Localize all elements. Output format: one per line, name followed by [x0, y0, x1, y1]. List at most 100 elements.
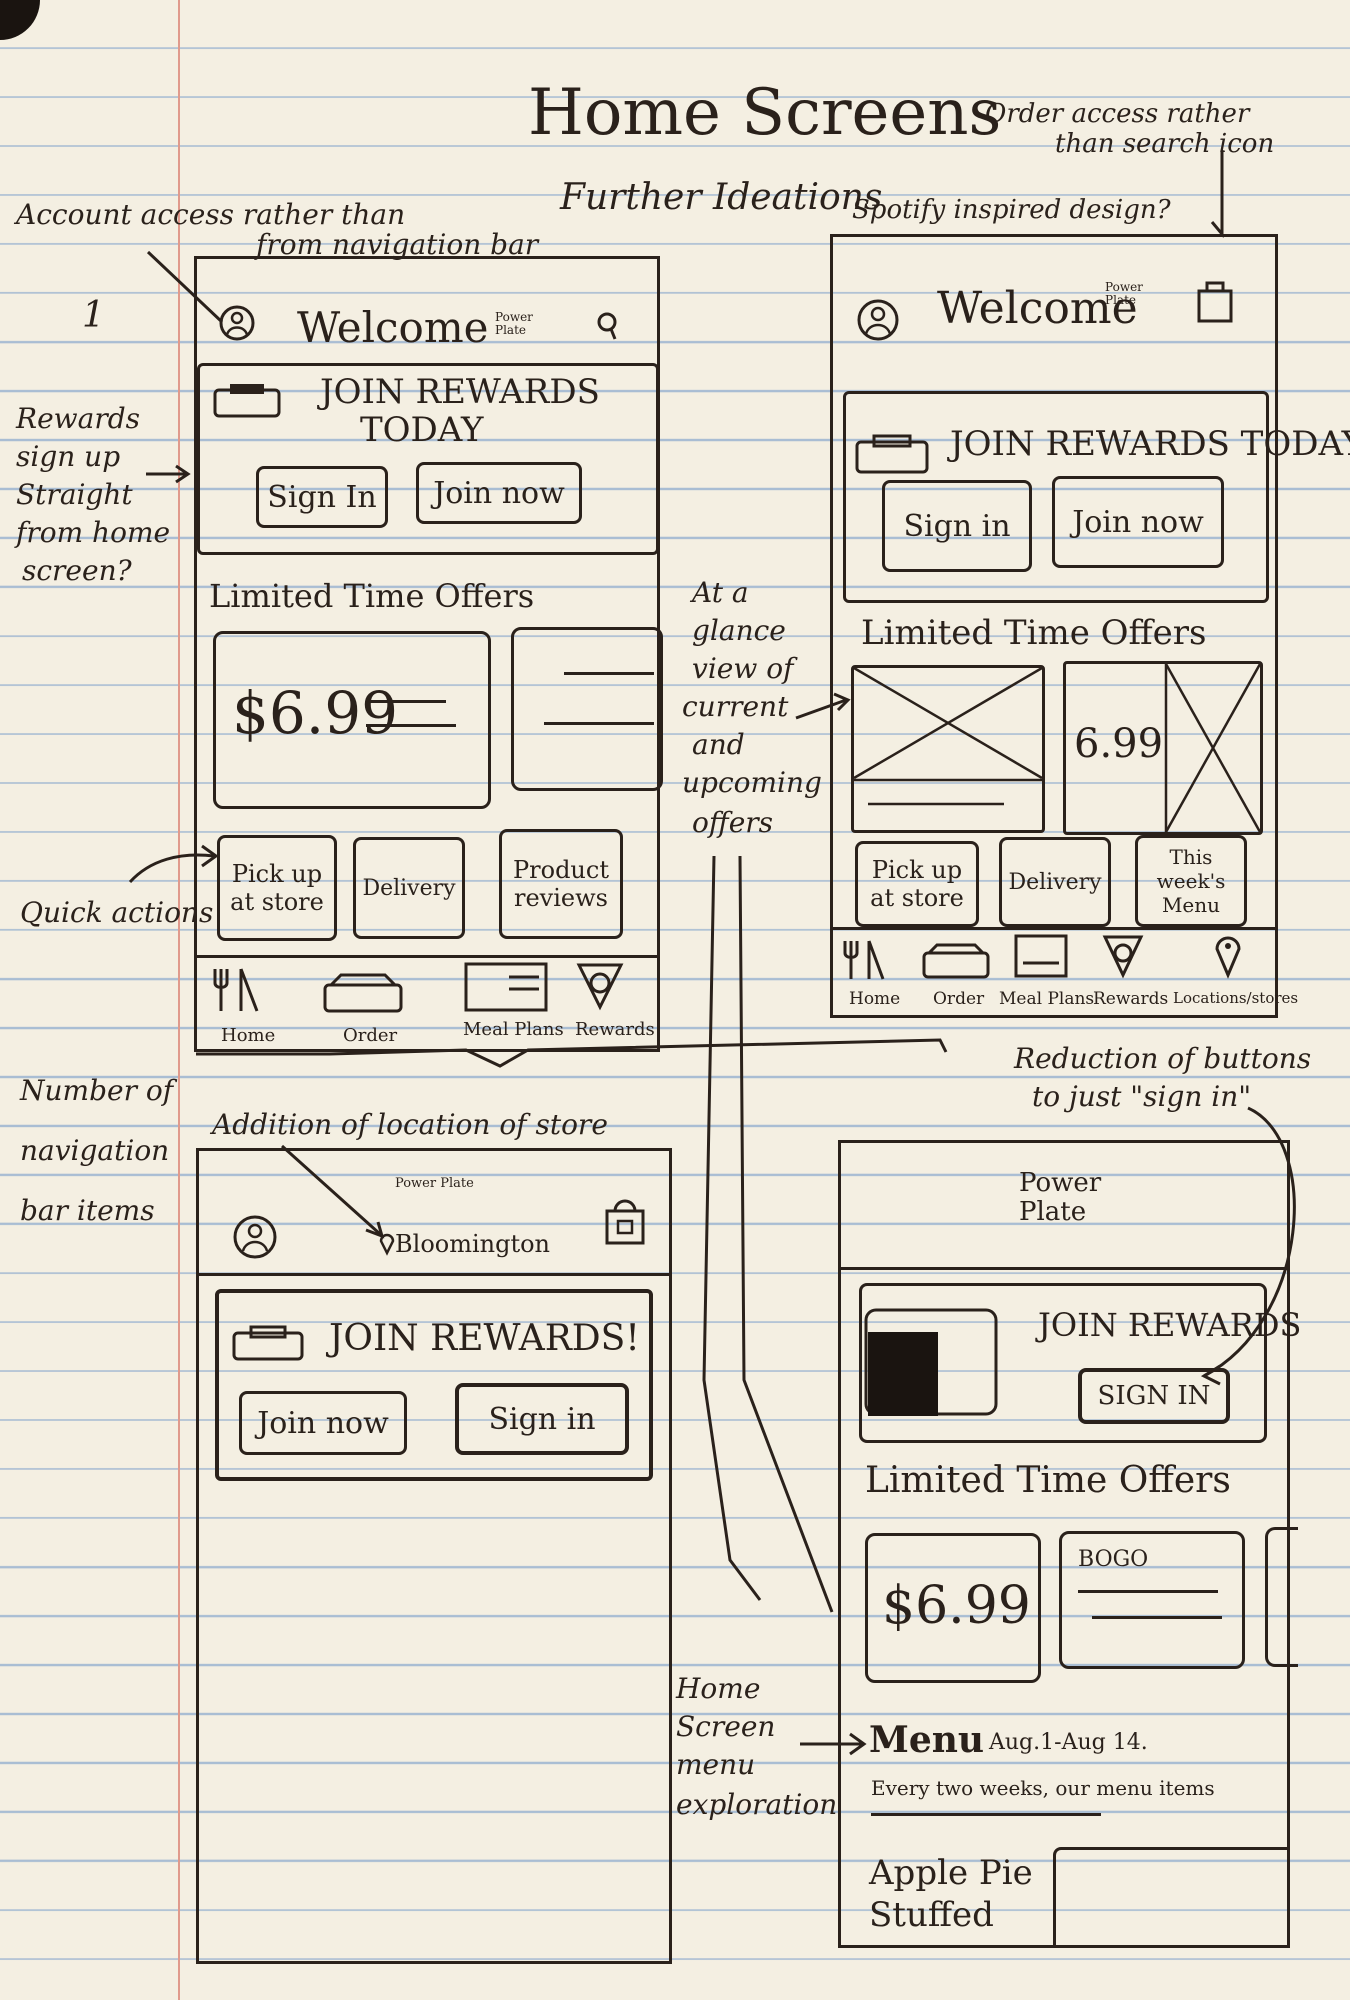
annotation-rewards-line-1: Rewards [16, 402, 140, 435]
meal-box-icon [855, 434, 929, 474]
join-now-button[interactable]: Join now [416, 462, 582, 524]
order-icon[interactable] [321, 971, 405, 1015]
annotation-addition-location: Addition of location of store [212, 1108, 608, 1141]
delivery-button[interactable]: Delivery [999, 837, 1111, 927]
annotation-glance-6: upcoming [682, 766, 822, 799]
sign-in-button[interactable]: Sign in [455, 1383, 629, 1455]
offer-text-line [366, 724, 456, 727]
home-icon[interactable] [841, 937, 891, 983]
location-pin-icon[interactable] [1213, 931, 1243, 979]
arrow-glance [795, 698, 847, 720]
image-placeholder-icon [853, 666, 1043, 806]
brand-logo: Power Plate [395, 1176, 474, 1191]
meal-box-icon [213, 384, 281, 418]
order-icon[interactable] [921, 941, 991, 981]
rewards-icon[interactable] [1101, 933, 1145, 979]
account-icon[interactable] [857, 299, 899, 341]
rewards-banner: JOIN REWARDS SIGN IN [859, 1283, 1301, 1443]
offer-card-image[interactable] [851, 665, 1045, 833]
bag-icon[interactable] [1195, 279, 1235, 325]
header-divider [841, 1267, 1287, 1270]
account-icon[interactable] [219, 305, 255, 341]
brace-nav [196, 1038, 948, 1068]
arrow-account [146, 250, 224, 324]
annotation-rewards-line-4: from home [16, 516, 171, 549]
meal-box-icon [232, 1325, 304, 1361]
sign-in-button[interactable]: Sign in [882, 480, 1032, 572]
offer-card[interactable]: $6.99 [213, 631, 491, 809]
annotation-home-menu-2: Screen [676, 1710, 776, 1743]
join-now-button[interactable]: Join now [239, 1391, 407, 1455]
offer-text-line [544, 722, 654, 725]
arrow-quick-actions [128, 853, 215, 884]
meal-plans-icon[interactable] [463, 961, 549, 1013]
annotation-order-access: Order access rather [985, 99, 1250, 129]
annotation-rewards-line-3: Straight [16, 478, 133, 511]
annotation-glance-3: view of [692, 652, 794, 685]
nav-home-label: Home [849, 989, 901, 1009]
arrow-reduction [1203, 1106, 1296, 1378]
annotation-glance-2: glance [692, 614, 786, 647]
pick-up-button[interactable]: Pick up at store [855, 841, 979, 927]
welcome-text: Welcome [937, 283, 1138, 334]
meal-plans-icon[interactable] [1013, 933, 1069, 979]
menu-item-name[interactable]: Apple Pie [869, 1853, 1033, 1893]
nav-order-label: Order [343, 1025, 398, 1046]
annotation-home-menu-1: Home [676, 1672, 761, 1705]
annotation-nav-1: Number of [20, 1074, 174, 1107]
offer-price: $6.99 [882, 1576, 1031, 1636]
glance-loop [702, 855, 834, 1613]
annotation-nav-2: navigation [20, 1134, 170, 1167]
location-pin-icon [379, 1233, 395, 1256]
this-weeks-menu-button[interactable]: This week's Menu [1135, 835, 1247, 927]
nav-rewards-label: Rewards [1093, 989, 1169, 1009]
rewards-banner: JOIN REWARDS TODAY Sign In Join now [197, 363, 659, 555]
annotation-rewards-line-2: sign up [16, 440, 121, 473]
annotation-quick-actions: Quick actions [20, 896, 214, 929]
offer-card-peek[interactable] [1265, 1527, 1298, 1667]
menu-title: Menu [869, 1719, 985, 1761]
rewards-title: JOIN REWARDS! [329, 1318, 640, 1359]
annotation-rewards-line-5: screen? [22, 554, 132, 587]
annotation-glance-1: At a [692, 576, 749, 609]
nav-order-label: Order [933, 989, 985, 1009]
sign-in-button[interactable]: Sign In [256, 466, 388, 528]
welcome-text: Welcome [297, 303, 489, 352]
offer-card[interactable]: BOGO [1059, 1531, 1245, 1669]
product-reviews-button[interactable]: Product reviews [499, 829, 623, 939]
nav-divider [833, 927, 1275, 930]
join-now-button[interactable]: Join now [1052, 476, 1224, 568]
offer-card[interactable] [511, 627, 663, 791]
brand-logo: Power Plate [1019, 1168, 1102, 1227]
menu-item-name-2[interactable]: Stuffed [869, 1895, 994, 1935]
rewards-title: JOIN REWARDS [320, 372, 600, 412]
annotation-account-access: Account access rather than [16, 198, 406, 231]
header-divider [199, 1273, 669, 1276]
annotation-order-access-2: than search icon [1055, 129, 1275, 159]
store-location[interactable]: Bloomington [395, 1230, 551, 1258]
offer-price: $6.99 [232, 679, 399, 747]
menu-item-image[interactable] [1053, 1847, 1290, 1948]
nav-locations-label: Locations/stores [1173, 989, 1299, 1007]
annotation-further-ideations: Further Ideations [560, 177, 883, 218]
home-icon[interactable] [211, 965, 267, 1015]
sign-in-button[interactable]: SIGN IN [1078, 1368, 1230, 1424]
nav-meal-plans-label: Meal Plans [463, 1019, 564, 1040]
image-placeholder-icon [1164, 663, 1262, 833]
offer-card[interactable]: $6.99 [865, 1533, 1041, 1683]
offer-card[interactable]: 6.99 [1063, 661, 1263, 835]
bag-icon[interactable] [603, 1195, 647, 1247]
delivery-button[interactable]: Delivery [353, 837, 465, 939]
account-icon[interactable] [233, 1215, 277, 1259]
offer-bogo: BOGO [1078, 1547, 1149, 1572]
pick-up-button[interactable]: Pick up at store [217, 835, 337, 941]
annotation-reduction-buttons: Reduction of buttons [1014, 1042, 1312, 1075]
search-icon[interactable] [595, 311, 621, 341]
annotation-home-menu-3: menu [676, 1748, 756, 1781]
annotation-nav-3: bar items [20, 1194, 155, 1227]
annotation-glance-5: and [692, 728, 745, 761]
annotation-glance-7: offers [692, 806, 774, 839]
nav-rewards-label: Rewards [575, 1019, 655, 1040]
nav-meal-plans-label: Meal Plans [999, 989, 1095, 1009]
rewards-icon[interactable] [575, 961, 625, 1011]
